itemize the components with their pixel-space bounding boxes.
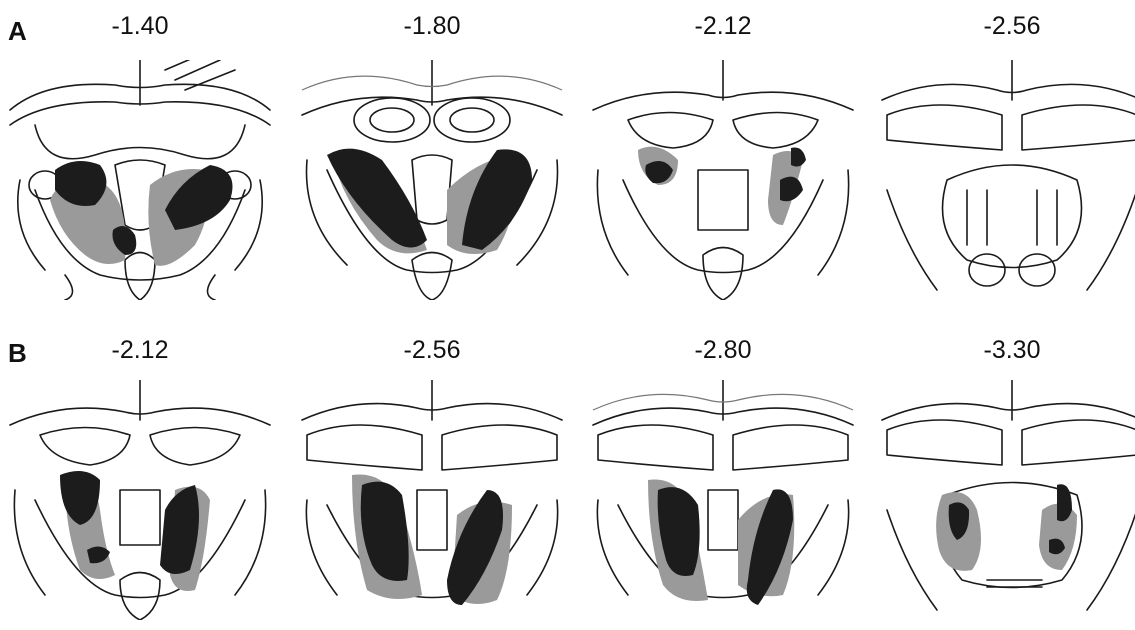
coord-label-a2: -1.80 xyxy=(297,12,567,41)
coord-label-a1: -1.40 xyxy=(5,12,275,41)
coord-label-a3: -2.12 xyxy=(588,12,858,41)
section-outline xyxy=(593,60,853,300)
brain-section-b3 xyxy=(588,380,858,620)
brain-section-a4 xyxy=(877,60,1135,300)
brain-section-b2 xyxy=(297,380,567,620)
lesion-gray-extent xyxy=(638,147,803,225)
coord-label-b3: -2.80 xyxy=(588,336,858,365)
coord-label-b1: -2.12 xyxy=(5,336,275,365)
section-outline xyxy=(882,380,1135,610)
section-outline xyxy=(593,380,853,598)
brain-section-a3 xyxy=(588,60,858,300)
brain-section-b1 xyxy=(5,380,275,620)
brain-section-a2 xyxy=(297,60,567,300)
coord-label-a4: -2.56 xyxy=(877,12,1135,41)
section-outline xyxy=(10,380,270,620)
coord-label-b4: -3.30 xyxy=(877,336,1135,365)
brain-section-b4 xyxy=(877,380,1135,620)
brain-section-a1 xyxy=(5,60,275,300)
section-outline xyxy=(882,60,1135,290)
section-outline xyxy=(302,380,562,598)
coord-label-b2: -2.56 xyxy=(297,336,567,365)
